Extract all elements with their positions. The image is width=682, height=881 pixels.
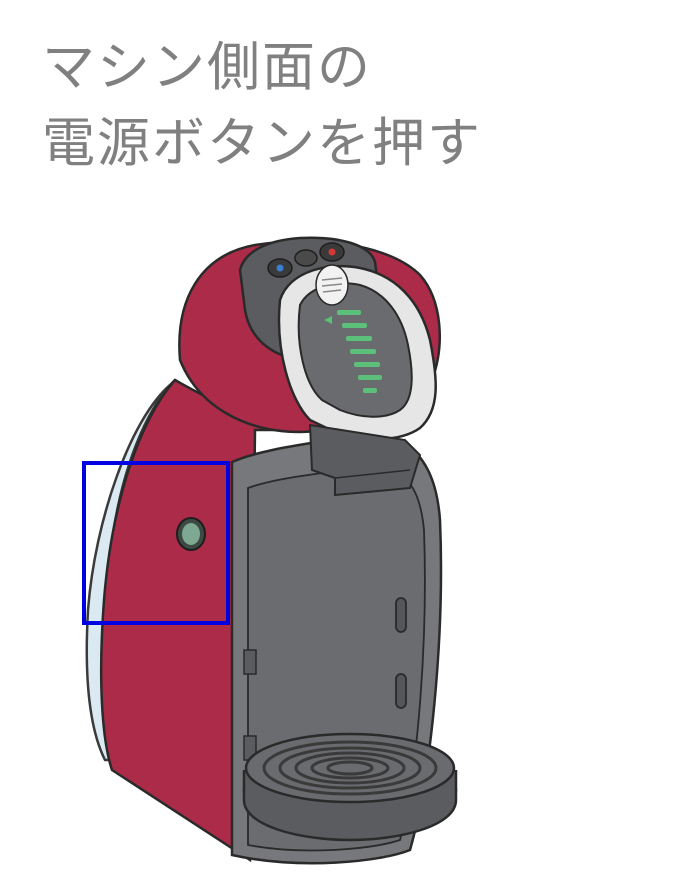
slot-lower <box>395 673 407 709</box>
instruction-title: マシン側面の 電源ボタンを押す <box>42 30 482 182</box>
instruction-line-1: マシン側面の <box>42 37 372 98</box>
slot-upper <box>395 597 407 633</box>
drip-tray-grid <box>244 732 456 804</box>
led-level-indicator <box>324 310 382 393</box>
power-button-icon[interactable] <box>176 517 206 551</box>
hot-indicator-icon <box>328 248 336 256</box>
drip-tray-ridges <box>262 740 438 796</box>
center-button-icon <box>294 249 318 267</box>
highlight-frame <box>82 461 230 625</box>
cold-indicator-icon <box>276 264 284 272</box>
instruction-line-2: 電源ボタンを押す <box>42 113 482 174</box>
